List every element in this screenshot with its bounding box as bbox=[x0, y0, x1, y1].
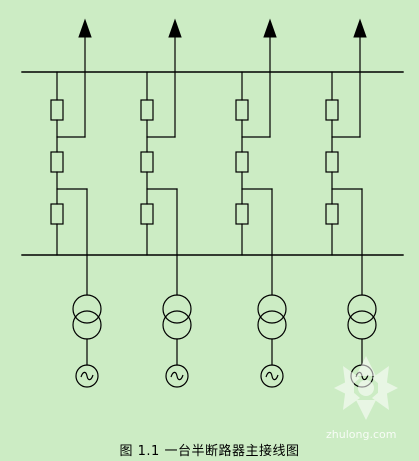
transformer-winding-upper bbox=[347, 294, 377, 324]
two-winding-transformer-icon bbox=[257, 294, 287, 340]
transformer-winding-upper bbox=[72, 294, 102, 324]
breaker-string-3 bbox=[235, 18, 287, 388]
generator-circle bbox=[75, 364, 99, 388]
arrow-up-icon bbox=[168, 18, 182, 38]
generator-tilde bbox=[170, 371, 184, 381]
breaker-string-2 bbox=[140, 18, 192, 388]
breaker-string-4 bbox=[325, 18, 377, 388]
arrow-up-icon bbox=[78, 18, 92, 38]
two-winding-transformer-icon bbox=[72, 294, 102, 340]
transformer-winding-lower bbox=[72, 310, 102, 340]
breaker-string-1 bbox=[50, 18, 102, 388]
transformer-winding-lower bbox=[257, 310, 287, 340]
generator-tilde bbox=[265, 371, 279, 381]
breaker-3 bbox=[140, 203, 154, 225]
breaker-1 bbox=[140, 99, 154, 121]
generator-circle bbox=[165, 364, 189, 388]
breaker-2 bbox=[235, 151, 249, 173]
breaker-3 bbox=[325, 203, 339, 225]
watermark-text: zhulong.com bbox=[326, 428, 397, 441]
breaker-3 bbox=[50, 203, 64, 225]
generator-tilde-icon bbox=[75, 364, 99, 388]
breaker-2 bbox=[140, 151, 154, 173]
arrow-up-icon bbox=[263, 18, 277, 38]
breaker-2 bbox=[50, 151, 64, 173]
transformer-winding-lower bbox=[162, 310, 192, 340]
generator-tilde-icon bbox=[165, 364, 189, 388]
breaker-3 bbox=[235, 203, 249, 225]
two-winding-transformer-icon bbox=[347, 294, 377, 340]
transformer-winding-upper bbox=[162, 294, 192, 324]
generator-circle bbox=[260, 364, 284, 388]
generator-tilde-icon bbox=[260, 364, 284, 388]
transformer-winding-lower bbox=[347, 310, 377, 340]
zhulong-watermark-logo bbox=[334, 356, 398, 420]
breaker-1 bbox=[235, 99, 249, 121]
breaker-2 bbox=[325, 151, 339, 173]
generator-tilde bbox=[80, 371, 94, 381]
arrow-up-icon bbox=[353, 18, 367, 38]
breaker-1 bbox=[50, 99, 64, 121]
transformer-winding-upper bbox=[257, 294, 287, 324]
figure-caption: 图 1.1 一台半断路器主接线图 bbox=[119, 444, 300, 459]
two-winding-transformer-icon bbox=[162, 294, 192, 340]
breaker-1 bbox=[325, 99, 339, 121]
